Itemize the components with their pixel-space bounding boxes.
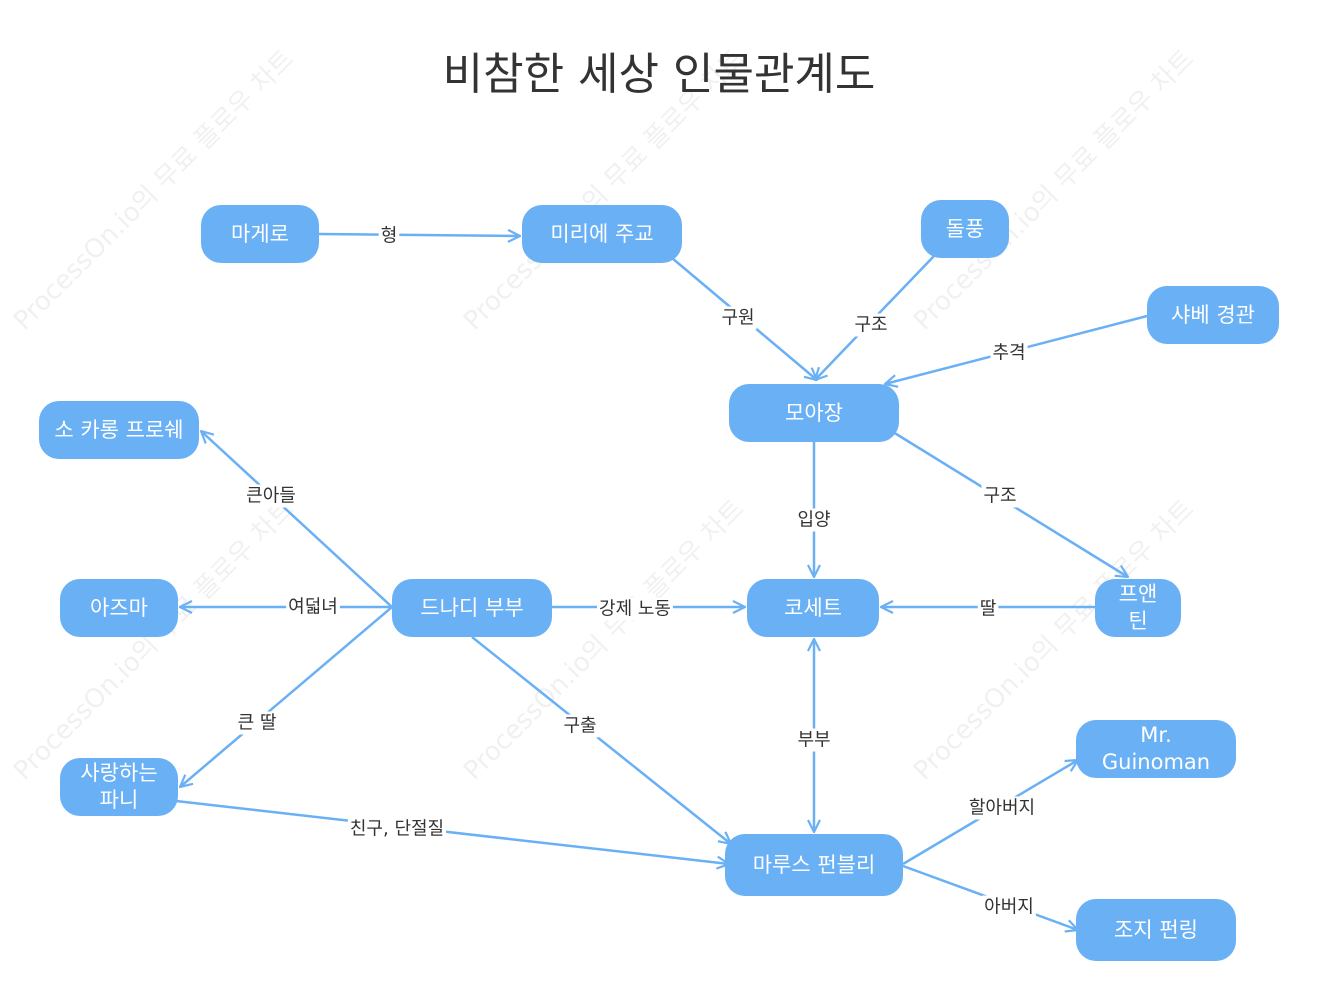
node-guinoman[interactable]: Mr. Guinoman xyxy=(1076,720,1236,778)
diagram-title: 비참한 세상 인물관계도 xyxy=(442,49,876,100)
node-socarong[interactable]: 소 카롱 프로쉐 xyxy=(39,401,199,459)
edge-label-myriel-moajang: 구원 xyxy=(721,308,754,329)
edge-thenardier-fanny xyxy=(180,606,393,787)
edge-label-bg xyxy=(235,711,279,735)
edge-label-moajang-fantine: 구조 xyxy=(983,486,1016,507)
edge-label-bg xyxy=(719,306,757,330)
edge-label-dolpung-moajang: 구조 xyxy=(854,315,887,336)
edge-label-bg xyxy=(347,817,447,841)
edge-label-thenardier-socarong: 큰아들 xyxy=(246,486,296,507)
edge-label-bg xyxy=(561,714,599,738)
edge-label-fantine-cosette: 딸 xyxy=(980,599,997,620)
edge-label-bg xyxy=(244,484,298,508)
edge-thenardier-socarong xyxy=(201,431,393,608)
node-thenardier[interactable]: 드나디 부부 xyxy=(392,579,552,637)
edge-label-cosette-marius: 부부 xyxy=(797,730,830,751)
edge-thenardier-marius xyxy=(471,636,731,844)
node-fanny[interactable]: 사랑하는 파니 xyxy=(60,758,178,816)
edge-label-bg xyxy=(286,595,340,619)
edge-label-javert-moajang: 추격 xyxy=(992,343,1025,364)
edge-label-bg xyxy=(378,224,400,248)
edge-label-moajang-cosette: 입양 xyxy=(797,510,830,531)
edge-magero-myriel xyxy=(318,234,520,236)
edge-label-thenardier-marius: 구출 xyxy=(563,716,596,737)
edge-label-thenardier-azma: 여덟녀 xyxy=(288,597,338,618)
node-azma[interactable]: 아즈마 xyxy=(60,579,178,637)
edge-label-bg xyxy=(981,484,1019,508)
edge-label-fanny-marius: 친구, 단절질 xyxy=(350,819,444,840)
edge-label-bg xyxy=(795,728,833,752)
edge-label-bg xyxy=(982,895,1036,919)
edge-label-bg xyxy=(977,597,999,621)
edge-label-bg xyxy=(990,341,1028,365)
edge-label-thenardier-fanny: 큰 딸 xyxy=(238,713,277,734)
edge-label-marius-guinoman: 할아버지 xyxy=(969,798,1035,819)
edge-label-thenardier-cosette: 강제 노동 xyxy=(599,599,671,620)
edge-label-bg xyxy=(597,597,673,621)
node-moajang[interactable]: 모아장 xyxy=(729,384,899,442)
node-dolpung[interactable]: 돌풍 xyxy=(921,200,1009,258)
node-marius[interactable]: 마루스 펀블리 xyxy=(725,834,903,896)
node-cosette[interactable]: 코세트 xyxy=(747,579,879,637)
edge-label-bg xyxy=(966,796,1038,820)
node-magero[interactable]: 마게로 xyxy=(201,205,319,263)
node-george[interactable]: 조지 펀링 xyxy=(1076,899,1236,961)
node-fantine[interactable]: 프앤틴 xyxy=(1095,579,1181,637)
edge-fanny-marius xyxy=(175,799,729,864)
node-myriel[interactable]: 미리에 주교 xyxy=(522,205,682,263)
edge-label-marius-george: 아버지 xyxy=(984,897,1034,918)
edge-label-bg xyxy=(852,313,890,337)
edge-label-magero-myriel: 형 xyxy=(381,226,398,247)
node-javert[interactable]: 샤베 경관 xyxy=(1147,286,1279,344)
edge-label-bg xyxy=(795,508,833,532)
